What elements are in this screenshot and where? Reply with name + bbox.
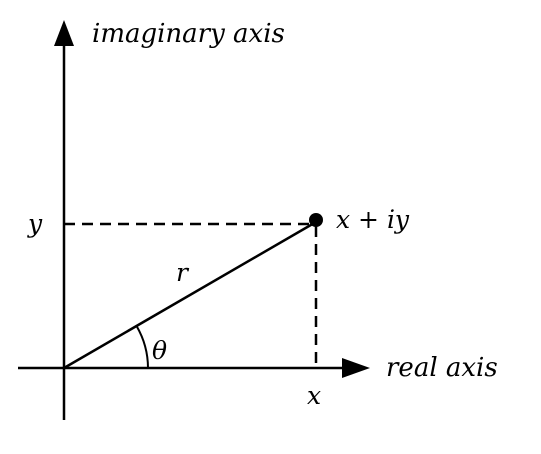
real-axis-label: real axis [386, 353, 498, 383]
x-coordinate-label: x [307, 381, 321, 410]
point-label: x + iy [336, 205, 410, 234]
real-axis-arrowhead [342, 358, 370, 378]
complex-point-dot [309, 213, 323, 227]
radius-vector-line [63, 220, 317, 370]
y-coordinate-label: y [27, 209, 43, 238]
theta-angle-arc [135, 325, 149, 369]
theta-label: θ [152, 336, 167, 365]
imaginary-axis-arrowhead [54, 20, 74, 46]
imaginary-axis-label: imaginary axis [92, 19, 285, 49]
radius-label: r [176, 258, 190, 287]
